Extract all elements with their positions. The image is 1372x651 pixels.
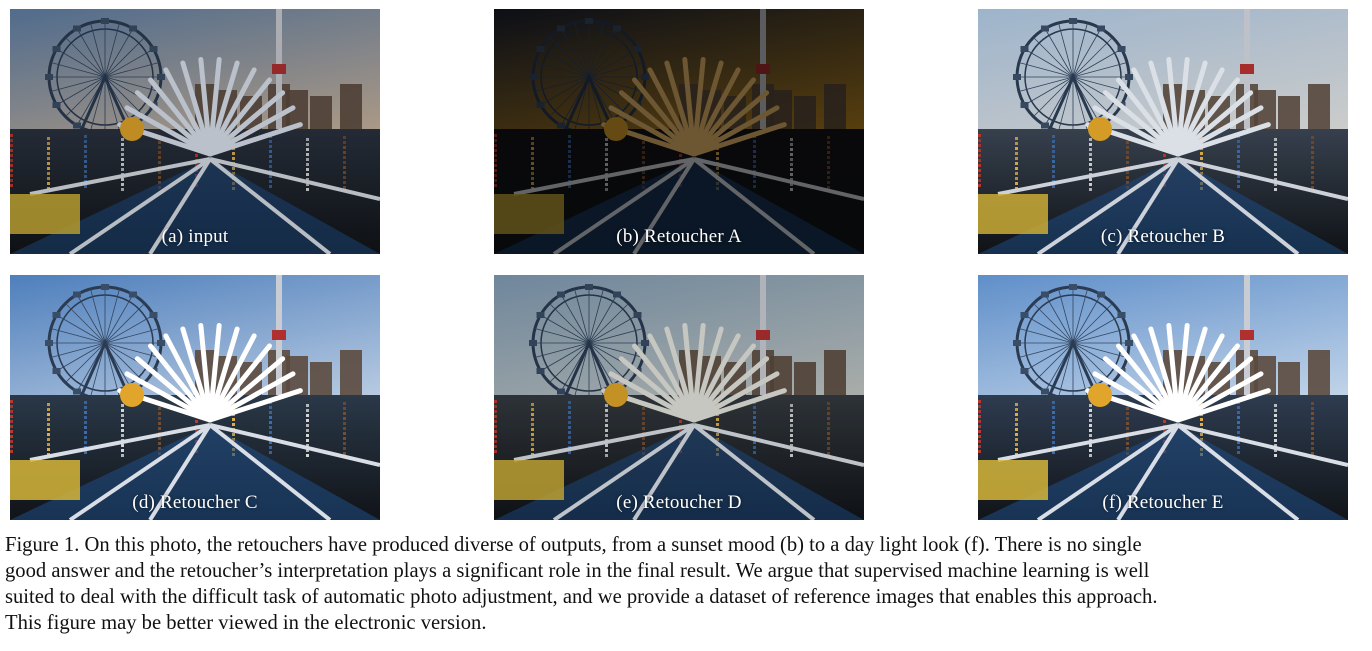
- caption-line: Figure 1. On this photo, the retouchers …: [5, 534, 1142, 556]
- panel-d-retoucher-c: (d) Retoucher C: [10, 275, 380, 520]
- panel-label: (d) Retoucher C: [132, 492, 258, 513]
- photo-ferris-wheel-retoucher-e: [978, 275, 1348, 520]
- panel-b-retoucher-a: (b) Retoucher A: [494, 9, 864, 254]
- panel-c-retoucher-b: (c) Retoucher B: [978, 9, 1348, 254]
- panel-label: (a) input: [161, 226, 229, 247]
- panel-a-input: (a) input: [10, 9, 380, 254]
- photo-ferris-wheel-retoucher-b: [978, 9, 1348, 254]
- panel-label: (c) Retoucher B: [1100, 226, 1226, 247]
- panel-e-retoucher-d: (e) Retoucher D: [494, 275, 864, 520]
- panel-f-retoucher-e: (f) Retoucher E: [978, 275, 1348, 520]
- photo-ferris-wheel-retoucher-d: [494, 275, 864, 520]
- caption-line: This figure may be better viewed in the …: [5, 612, 487, 634]
- photo-ferris-wheel-input: [10, 9, 380, 254]
- panel-label: (f) Retoucher E: [1102, 492, 1224, 513]
- panel-label: (e) Retoucher D: [616, 492, 742, 513]
- figure-caption: Figure 1. On this photo, the retouchers …: [5, 532, 1367, 636]
- photo-ferris-wheel-retoucher-c: [10, 275, 380, 520]
- caption-line: good answer and the retoucher’s interpre…: [5, 560, 1150, 582]
- photo-ferris-wheel-retoucher-a: [494, 9, 864, 254]
- panel-label: (b) Retoucher A: [616, 226, 742, 247]
- caption-line: suited to deal with the difficult task o…: [5, 586, 1158, 608]
